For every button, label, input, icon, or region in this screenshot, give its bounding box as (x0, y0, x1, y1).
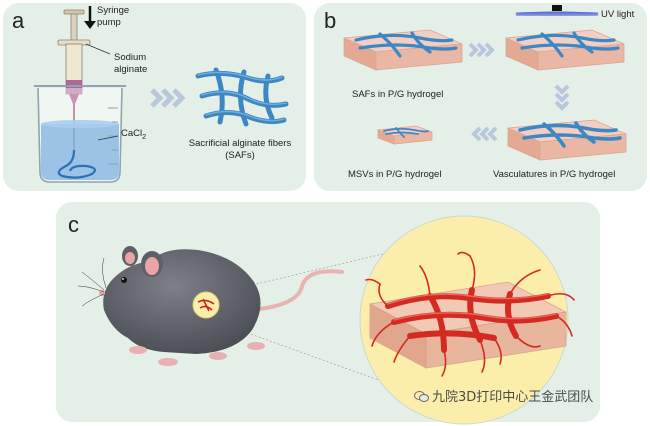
implant-site (192, 291, 220, 319)
hydrogel-block-uv (505, 29, 625, 71)
hydrogel-block-safs (343, 29, 463, 71)
mouse-tail (248, 269, 344, 312)
msv-hydrogel-label: MSVs in P/G hydrogel (348, 169, 442, 180)
watermark: 九院3D打印中心王金武团队 (414, 386, 593, 405)
vasculature-hydrogel-label: Vasculatures in P/G hydrogel (493, 169, 616, 180)
pump-arrow-icon (84, 6, 96, 29)
wechat-icon (414, 390, 429, 402)
syringe-beaker-illustration (34, 6, 289, 183)
panel-b-label: b (324, 8, 337, 33)
chevron-left-icon (471, 126, 498, 142)
uv-light-label: UV light (601, 9, 635, 20)
hydrogel-block-msvs (377, 125, 433, 145)
syringe-pump-label-line2: pump (97, 17, 121, 28)
panel-c-label: c (68, 212, 79, 237)
hydrogel-process-illustration (343, 5, 627, 161)
saf-caption-line2: (SAFs) (225, 150, 255, 161)
saf-fibers (195, 67, 289, 127)
alginate-fiber-in-beaker (57, 149, 96, 179)
syringe-pump-label-line1: Syringe (97, 5, 130, 16)
vasculature-network (365, 251, 575, 377)
uv-lamp-icon (515, 5, 599, 17)
watermark-text: 九院3D打印中心王金武团队 (432, 390, 594, 405)
hydrogel-block-vasculatures (507, 119, 627, 161)
sodium-alginate-label-line1: Sodium (114, 52, 147, 63)
panel-a-label: a (12, 8, 25, 33)
saf-caption-line1: Sacrificial alginate fibers (188, 138, 292, 149)
saf-hydrogel-label: SAFs in P/G hydrogel (352, 89, 444, 100)
chevron-right-icon (468, 42, 495, 58)
mouse (77, 246, 265, 366)
sodium-alginate-label-line2: alginate (114, 64, 148, 75)
chevron-down-icon (554, 84, 570, 111)
cacl2-label: CaCl2 (121, 128, 147, 141)
chevron-right-icon (150, 88, 186, 108)
beaker (34, 85, 126, 183)
